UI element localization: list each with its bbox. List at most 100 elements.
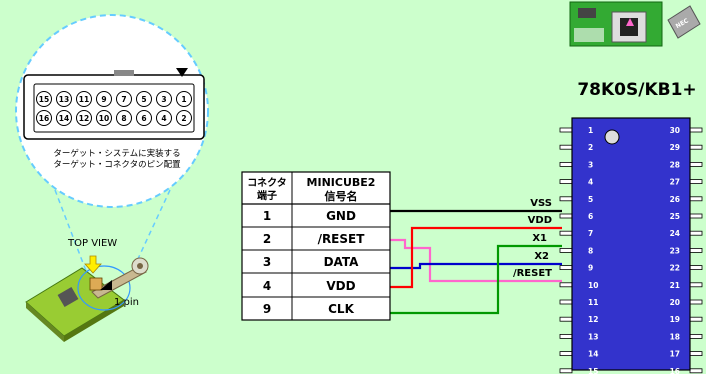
table-cell-pin: 2	[263, 232, 271, 246]
connector-pin-number: 2	[181, 114, 186, 123]
chip-pin-number-right: 23	[670, 246, 680, 255]
pin1-label: 1 pin	[114, 297, 139, 308]
connector-pin-number: 10	[99, 114, 109, 123]
chip-pin-number-left: 15	[588, 367, 598, 374]
connector-pin-number: 14	[59, 114, 69, 123]
chip-pin-number-left: 10	[588, 281, 598, 290]
connector-pin-number: 7	[121, 95, 126, 104]
chip-pin-number-right: 29	[670, 143, 680, 152]
chip-pin-number-right: 17	[670, 350, 680, 359]
chip-pin-number-left: 9	[588, 264, 593, 273]
chip-pin-number-left: 3	[588, 160, 593, 169]
reset-wire	[390, 238, 562, 283]
connector-pin	[176, 110, 192, 126]
callout-line-left	[54, 189, 89, 277]
chip-lead-left	[559, 213, 573, 219]
chip-pin-number-left: 6	[588, 212, 593, 221]
chip-lead-left	[559, 196, 573, 202]
table-cell-signal: DATA	[324, 255, 360, 269]
chip-pin-number-right: 19	[670, 315, 680, 324]
table-cell-pin: 3	[263, 255, 271, 269]
table-cell-signal: CLK	[328, 302, 354, 316]
connector-pin	[156, 91, 172, 107]
connector-pin	[176, 91, 192, 107]
chip-lead-left	[559, 316, 573, 322]
data-wire	[390, 262, 562, 270]
connector-pin	[96, 110, 112, 126]
board-illustration	[25, 255, 149, 342]
table-header-signal-line2: 信号名	[325, 189, 358, 203]
pin1-marker-icon	[176, 68, 188, 77]
chip-lead-right	[689, 333, 703, 339]
board-chip	[57, 286, 79, 308]
chip-pin-number-left: 8	[588, 246, 593, 255]
chip-pin-number-left: 13	[588, 332, 598, 341]
chip-pin-number-right: 30	[670, 126, 680, 135]
connector-pin	[156, 110, 172, 126]
chip-lead-right	[689, 127, 703, 133]
chip-lead-left	[559, 230, 573, 236]
connector-pin-number: 6	[141, 114, 146, 123]
chip-pin-number-right: 25	[670, 212, 680, 221]
callout-line-right	[129, 189, 171, 277]
connector-pin	[76, 91, 92, 107]
connector-pin	[36, 110, 52, 126]
table-cell-pin: 9	[263, 302, 271, 316]
chip-lead-left	[559, 333, 573, 339]
chip-lead-right	[689, 282, 703, 288]
chip-pin-number-left: 4	[588, 178, 593, 187]
connector-note-line2: ターゲット・コネクタのピン配置	[53, 159, 181, 170]
chip-pin-number-left: 2	[588, 143, 593, 152]
minicube-device	[667, 5, 701, 39]
chip-lead-left	[559, 179, 573, 185]
chip-pin-number-left: 14	[588, 350, 598, 359]
wires	[390, 209, 562, 315]
chip-lead-left	[559, 127, 573, 133]
chip-lead-right	[689, 196, 703, 202]
top-view-label: TOP VIEW	[67, 238, 117, 249]
connector-pin-number: 13	[59, 95, 69, 104]
label-x2: X2	[534, 251, 549, 262]
chip-lead-right	[689, 368, 703, 374]
chip-lead-left	[559, 265, 573, 271]
connector-pin	[116, 91, 132, 107]
connector-pin-number: 8	[121, 114, 126, 123]
connector-pin	[116, 110, 132, 126]
chip-pin-number-left: 7	[588, 229, 593, 238]
chip-lead-left	[559, 351, 573, 357]
table-cell-signal: VDD	[326, 279, 355, 293]
connector-pin	[36, 91, 52, 107]
chip-lead-left	[559, 247, 573, 253]
chip-lead-right	[689, 265, 703, 271]
chip-title: 78K0S/KB1+	[577, 80, 696, 100]
connector-pin	[56, 91, 72, 107]
label-reset: /RESET	[513, 268, 552, 279]
connector-pin-number: 12	[79, 114, 89, 123]
chip-pin-number-left: 5	[588, 195, 593, 204]
chip-lead-right	[689, 299, 703, 305]
chip-lead-left	[559, 161, 573, 167]
table-header-pin-line2: 端子	[257, 189, 277, 202]
label-vdd: VDD	[528, 215, 552, 226]
connector-pin-number: 5	[141, 95, 146, 104]
chip-lead-left	[559, 144, 573, 150]
chip-pin-number-right: 21	[670, 281, 680, 290]
chip-lead-right	[689, 161, 703, 167]
chip-lead-right	[689, 179, 703, 185]
chip-pin-number-right: 16	[670, 367, 680, 374]
chip-lead-right	[689, 144, 703, 150]
vdd-wire	[390, 226, 562, 289]
down-arrow-icon	[84, 255, 102, 274]
chip-lead-right	[689, 213, 703, 219]
table-cell-signal: GND	[326, 209, 356, 223]
connector-pin	[136, 110, 152, 126]
pin-table	[241, 171, 391, 321]
chip-lead-left	[559, 299, 573, 305]
table-cell-signal: /RESET	[318, 232, 366, 246]
chip-lead-left	[559, 368, 573, 374]
table-cell-pin: 1	[263, 209, 271, 223]
chip-pin-number-left: 1	[588, 126, 593, 135]
